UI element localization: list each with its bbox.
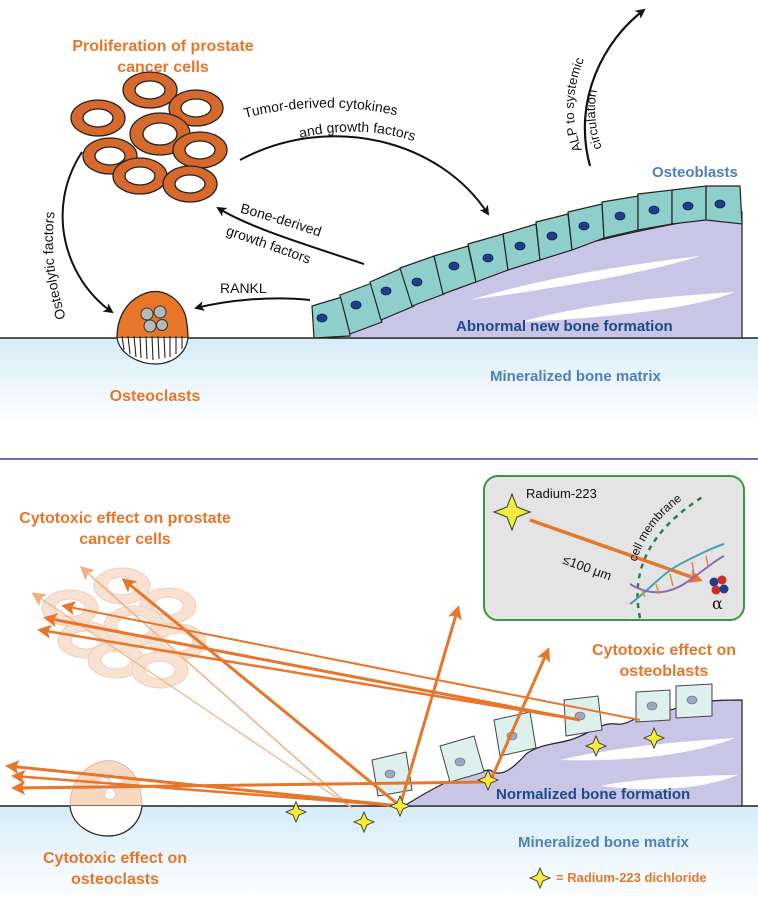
alpha-particle-icon	[709, 575, 729, 595]
cytotoxic-osteoblasts-label: Cytotoxic effect on osteoblasts	[591, 642, 736, 680]
legend-star-icon	[528, 866, 552, 890]
legend-label: = Radium-223 dichloride	[556, 870, 707, 885]
radium-star-icon	[352, 810, 376, 834]
osteoblast-cell	[339, 282, 383, 335]
arrow-rankl	[194, 297, 311, 311]
osteoblast-cell	[369, 267, 415, 321]
cancer-cell-cluster	[70, 71, 228, 203]
osteoclasts-label: Osteoclasts	[109, 388, 201, 405]
inset-box: cell membrane	[483, 475, 745, 621]
bottom-resorption-pit	[69, 805, 143, 837]
inset-radium-label: Radium-223	[526, 486, 597, 501]
top-bone-white-streak-2	[520, 292, 735, 322]
bottom-bone-white-streak-2	[600, 775, 738, 790]
rankl-label: RANKL	[220, 280, 267, 296]
abnormal-bone-label: Abnormal new bone formation	[456, 318, 673, 335]
radium-star-icon	[476, 768, 500, 792]
cytotoxic-cancer-label: Cytotoxic effect on prostate cancer cell…	[19, 510, 231, 548]
tumor-derived-label-2: and growth factors	[297, 119, 417, 145]
dna-helix-icon	[629, 543, 725, 605]
radium-star-icon	[284, 800, 308, 824]
proliferation-label: Proliferation of prostate cancer cells	[72, 38, 254, 76]
osteolytic-label: Osteolytic factors	[40, 211, 69, 322]
radium-star-icon	[642, 726, 666, 750]
arrow-tumor-to-osteoblasts	[239, 135, 490, 216]
osteoclast	[116, 290, 189, 365]
top-mineralized-label: Mineralized bone matrix	[490, 368, 661, 385]
radium-star-icon	[584, 734, 608, 758]
cytotoxic-osteoclasts-label: Cytotoxic effect on osteoclasts	[42, 850, 187, 888]
top-bone-white-streak-1	[470, 256, 700, 300]
radium-star-icon	[388, 794, 412, 818]
bottom-mineralized-label: Mineralized bone matrix	[518, 834, 689, 851]
bottom-bone-white-streak-1	[560, 738, 735, 761]
top-osteoblast-nuclei	[316, 199, 726, 323]
osteoblasts-label: Osteoblasts	[652, 164, 738, 181]
arrow-osteolytic	[61, 151, 114, 314]
normalized-bone-label: Normalized bone formation	[496, 786, 691, 803]
faded-cancer-cell-cluster	[41, 567, 207, 689]
arrow-alp	[583, 8, 646, 167]
arrow-bone-to-cancer	[216, 206, 365, 265]
bottom-panel: cell membrane	[0, 475, 758, 903]
inset-alpha-label: α	[712, 594, 723, 613]
osteoblast-cell	[311, 295, 351, 339]
tumor-derived-label: Tumor-derived cytokines	[242, 95, 399, 121]
radium-source-star-icon	[492, 492, 532, 532]
radium-stars	[284, 726, 666, 834]
alpha-particle-arrows	[5, 566, 641, 809]
